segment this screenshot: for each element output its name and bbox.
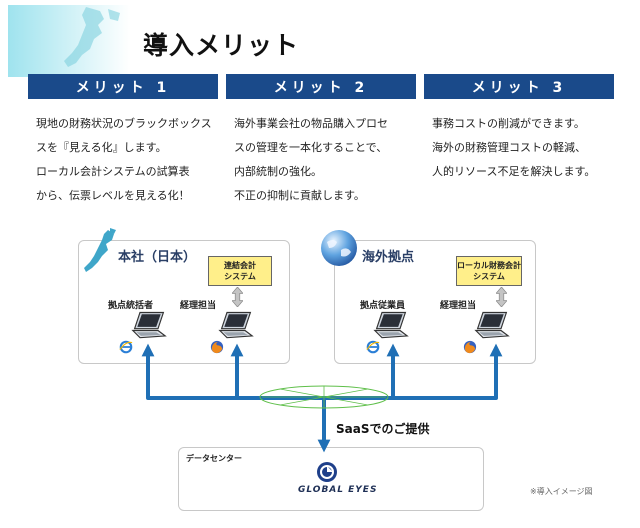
hq-system-line-1: 連結会計	[224, 261, 256, 270]
firefox-icon	[210, 340, 224, 354]
global-eyes-logo-icon	[317, 462, 337, 482]
merit-3-header: メリット 3	[424, 74, 614, 99]
hq-role-2: 経理担当	[180, 301, 217, 311]
brand-label: GLOBAL EYES	[298, 485, 378, 495]
laptop-icon	[219, 311, 253, 339]
saas-label: SaaSでのご提供	[336, 422, 430, 436]
hq-role-1: 拠点統括者	[108, 301, 154, 311]
japan-map-decoration	[8, 5, 130, 77]
overseas-system-box: ローカル財務会計システム	[456, 256, 522, 286]
firefox-icon	[463, 340, 477, 354]
merit-2-body: 海外事業会社の物品購入プロセ スの管理を一本化することで、 内部統制の強化。 不…	[234, 112, 388, 208]
internet-explorer-icon	[366, 340, 380, 354]
merit-1-body: 現地の財務状況のブラックボックス スを『見える化』します。 ローカル会計システム…	[36, 112, 212, 208]
merit-3-line-2: 海外の財務管理コストの軽減、	[432, 141, 586, 154]
merit-1-line-4: から、伝票レベルを見える化！	[36, 189, 190, 202]
merit-2-line-4: 不正の抑制に貢献します。	[234, 189, 365, 202]
merit-1-line-2: スを『見える化』します。	[36, 141, 167, 154]
sync-arrow-icon	[496, 287, 507, 307]
merit-3-line-1: 事務コストの削減ができます。	[432, 117, 585, 130]
merit-2-line-3: 内部統制の強化。	[234, 165, 322, 178]
hq-system-box: 連結会計システム	[208, 256, 272, 286]
overseas-title: 海外拠点	[362, 250, 415, 265]
sync-arrow-icon	[232, 287, 243, 307]
network-hub	[259, 385, 389, 409]
internet-explorer-icon	[119, 340, 133, 354]
hq-system-line-2: システム	[224, 272, 256, 281]
overseas-system-line-2: システム	[473, 272, 505, 281]
merit-3-line-3: 人的リソース不足を解決します。	[432, 165, 596, 178]
laptop-icon	[132, 311, 166, 339]
merit-2-line-1: 海外事業会社の物品購入プロセ	[234, 117, 388, 130]
japan-map-icon	[84, 228, 116, 272]
overseas-role-2: 経理担当	[440, 301, 477, 311]
page-title: 導入メリット	[143, 31, 300, 60]
hq-title: 本社（日本）	[118, 250, 197, 265]
globe-icon	[321, 230, 357, 266]
merit-2-header: メリット 2	[226, 74, 416, 99]
datacenter-label: データセンター	[186, 454, 242, 463]
merit-1-line-3: ローカル会計システムの試算表	[36, 165, 190, 178]
connection-lines	[141, 343, 503, 453]
laptop-icon	[374, 311, 408, 339]
overseas-system-line-1: ローカル財務会計	[457, 261, 521, 270]
merit-2-line-2: スの管理を一本化することで、	[234, 141, 388, 154]
overseas-role-1: 拠点従業員	[360, 301, 406, 311]
merit-1-line-1: 現地の財務状況のブラックボックス	[36, 117, 212, 130]
merit-3-body: 事務コストの削減ができます。 海外の財務管理コストの軽減、 人的リソース不足を解…	[432, 112, 595, 184]
laptop-icon	[475, 311, 509, 339]
merit-1-header: メリット 1	[28, 74, 218, 99]
image-note: ※導入イメージ図	[530, 487, 593, 496]
